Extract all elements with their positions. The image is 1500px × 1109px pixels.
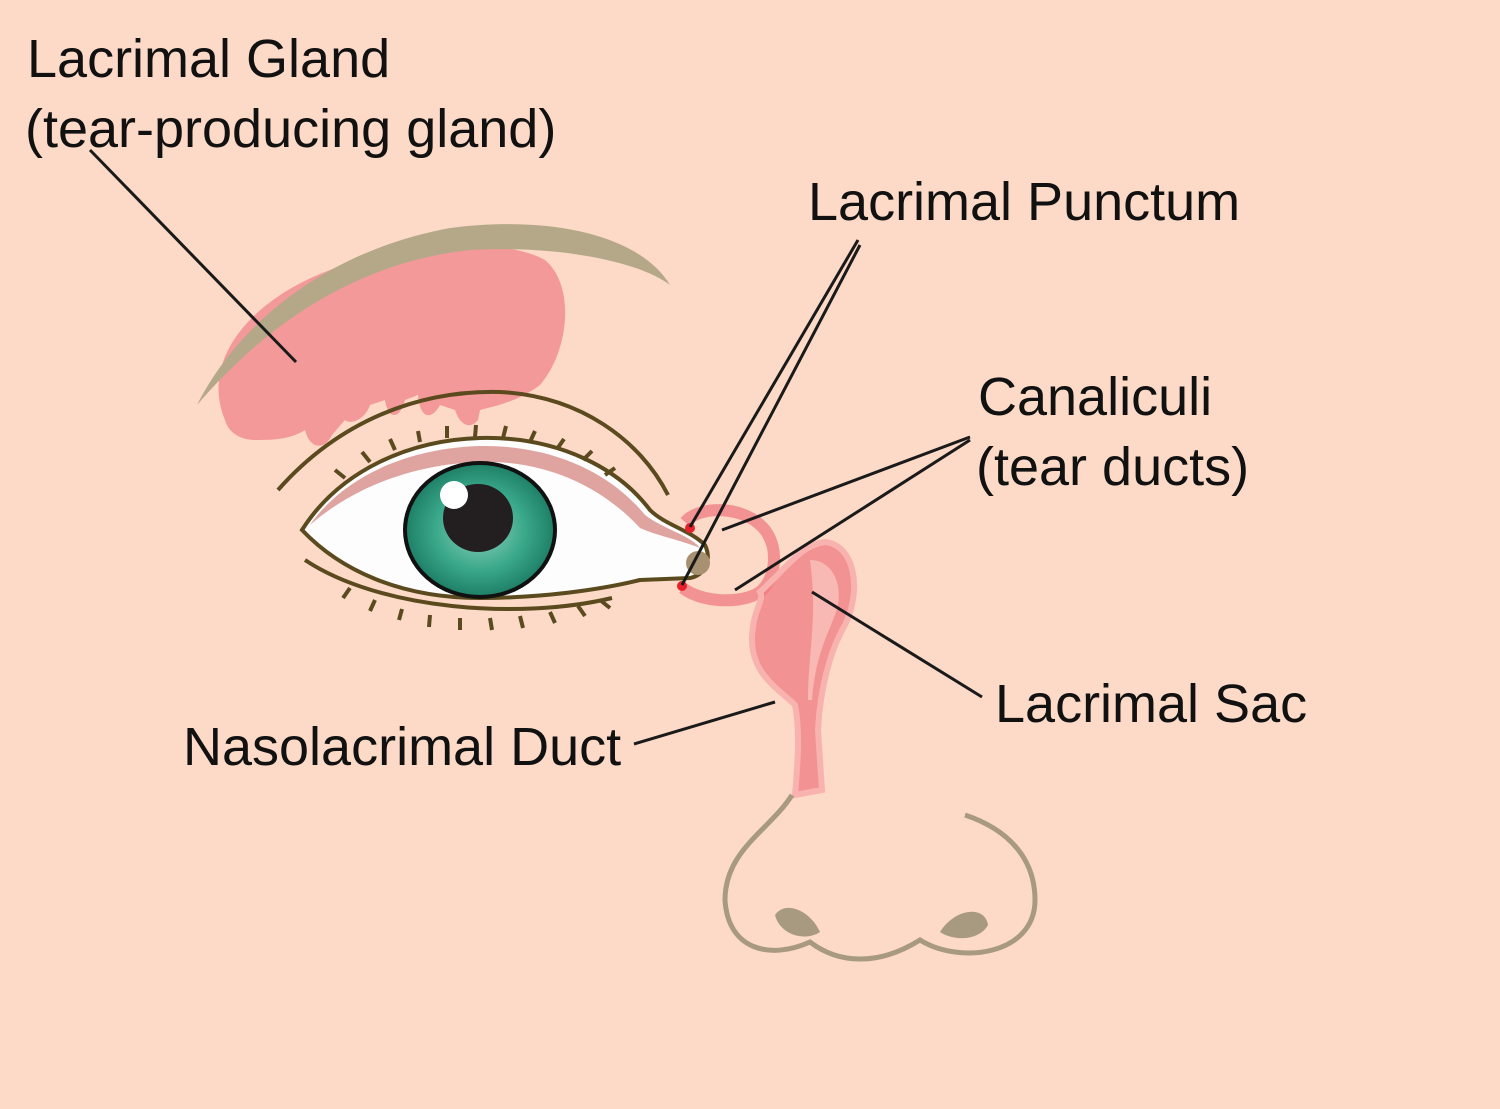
upper-eyelid-crease [276, 389, 670, 496]
canaliculi-pointer-lower [734, 438, 971, 592]
lower-eyelashes [341, 586, 612, 631]
punctum-pointer-lower [680, 244, 862, 586]
upper-eyelashes [333, 424, 617, 480]
label-lacrimal-punctum: Lacrimal Punctum [808, 172, 1240, 232]
label-lacrimal-sac: Lacrimal Sac [995, 674, 1307, 734]
left-nostril [775, 907, 820, 937]
upper-lid-rim [310, 445, 700, 548]
eye-highlight [440, 481, 468, 509]
lower-eyelid-crease [303, 558, 613, 612]
lacrimal-gland-pointer [88, 148, 298, 364]
label-canaliculi: Canaliculi [978, 367, 1212, 427]
eyebrow-shape [197, 224, 670, 405]
label-lacrimal-gland-sub: (tear-producing gland) [25, 99, 556, 159]
label-canaliculi-sub: (tear ducts) [976, 437, 1249, 497]
punctum-pointer-upper [688, 239, 860, 528]
label-nasolacrimal-duct: Nasolacrimal Duct [183, 717, 621, 777]
right-nostril [940, 911, 988, 939]
nasolacrimal-duct-pointer [633, 700, 776, 746]
lower-punctum [677, 581, 687, 591]
lacrimal-sac-pointer [811, 590, 983, 699]
lacrimal-gland-shape [218, 245, 566, 446]
label-lacrimal-gland: Lacrimal Gland [27, 29, 390, 89]
nose-outline [722, 793, 1038, 962]
canaliculi-pointer-upper [721, 435, 971, 532]
